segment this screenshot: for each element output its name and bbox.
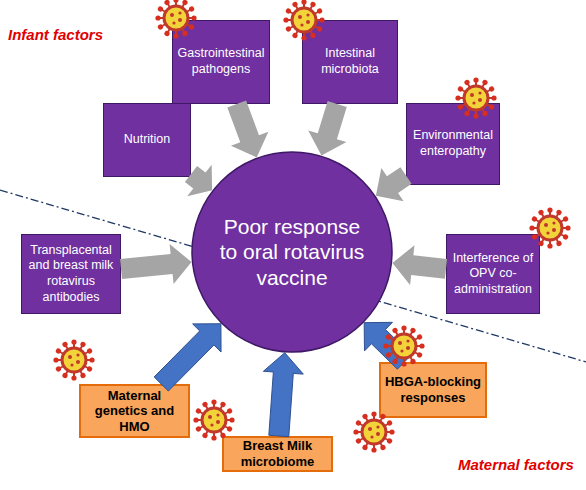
node-text: Gastrointestinal pathogens xyxy=(177,46,265,77)
infant-factor-box: Interference of OPV co-administration xyxy=(446,234,540,314)
block-arrow xyxy=(263,353,303,437)
virus-icon xyxy=(193,399,234,440)
node-text: Interference of OPV co-administration xyxy=(451,251,535,298)
maternal-factor-box: Maternal genetics and HMO xyxy=(79,384,190,438)
circle-shape xyxy=(192,152,392,352)
node-text: Nutrition xyxy=(124,132,171,148)
node-text: HBGA-blocking responses xyxy=(384,374,482,405)
group-label: Infant factors xyxy=(8,26,103,43)
node-text: Breast Milk microbiome xyxy=(227,438,328,469)
block-arrow xyxy=(308,101,347,155)
maternal-factor-box: HBGA-blocking responses xyxy=(379,362,487,418)
block-arrow xyxy=(120,244,191,284)
virus-icon xyxy=(53,339,94,380)
infant-factor-box: Environmental enteropathy xyxy=(406,103,500,185)
group-label: Maternal factors xyxy=(458,456,574,473)
node-text: Intestinal microbiota xyxy=(307,46,393,77)
node-text: Environmental enteropathy xyxy=(411,128,495,159)
virus-icon xyxy=(383,325,424,366)
block-arrow xyxy=(227,101,268,158)
node-text: Transplacental and breast milk rotavirus… xyxy=(26,243,116,306)
infant-factor-box: Transplacental and breast milk rotavirus… xyxy=(21,234,121,314)
infant-factor-box: Intestinal microbiota xyxy=(302,20,398,104)
node-text: Maternal genetics and HMO xyxy=(84,388,185,435)
infant-factor-box: Gastrointestinal pathogens xyxy=(172,20,270,104)
block-arrow xyxy=(154,324,221,391)
infant-factor-box: Nutrition xyxy=(103,103,191,177)
outcome-circle: Poor response to oral rotavirus vaccine xyxy=(191,151,393,353)
block-arrow xyxy=(392,245,447,285)
node-text: Poor response to oral rotavirus vaccine xyxy=(217,214,367,290)
maternal-factor-box: Breast Milk microbiome xyxy=(222,436,333,472)
